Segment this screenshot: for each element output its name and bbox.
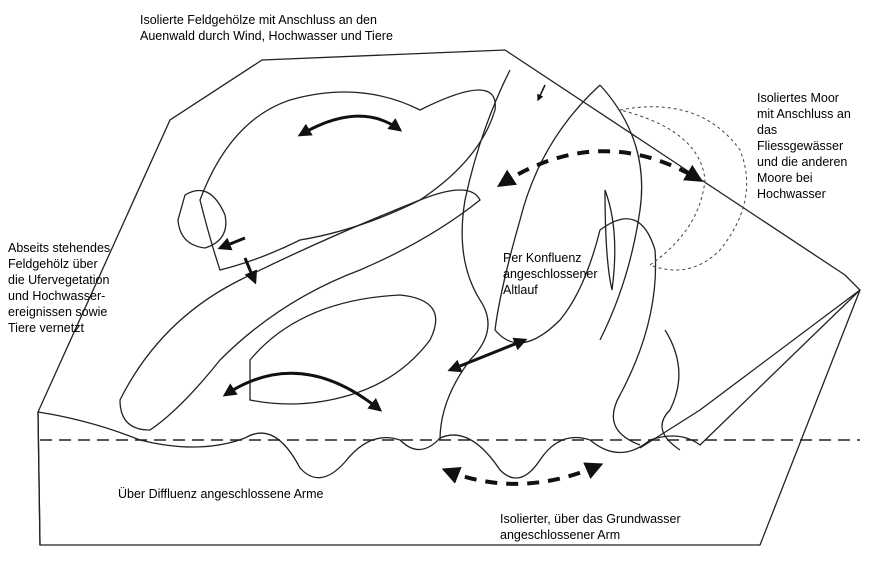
label-line: Moore bei	[757, 170, 851, 186]
label-line: und Hochwasser-	[8, 288, 110, 304]
label-line: und die anderen	[757, 154, 851, 170]
label-line: Abseits stehendes	[8, 240, 110, 256]
label-konfluenz: Per Konfluenz angeschlossener Altlauf	[503, 250, 598, 298]
label-grundwasser: Isolierter, über das Grundwasser angesch…	[500, 511, 681, 543]
label-line: Über Diffluenz angeschlossene Arme	[118, 486, 323, 502]
label-line: Per Konfluenz	[503, 250, 598, 266]
label-line: angeschlossener	[503, 266, 598, 282]
arrow-flow	[538, 85, 545, 100]
isolated-grove	[178, 191, 226, 249]
label-line: Altlauf	[503, 282, 598, 298]
label-line: Isolierter, über das Grundwasser	[500, 511, 681, 527]
label-line: das	[757, 122, 851, 138]
label-line: Hochwasser	[757, 186, 851, 202]
arrow-grundwasser	[445, 465, 600, 484]
label-diffluenz: Über Diffluenz angeschlossene Arme	[118, 486, 323, 502]
label-isolierte-feldgehoelze: Isolierte Feldgehölze mit Anschluss an d…	[140, 12, 393, 44]
arrow-grove-to-auenwald	[300, 116, 400, 135]
label-line: angeschlossener Arm	[500, 527, 681, 543]
arrow-diffluenz	[225, 373, 380, 410]
label-line: Isolierte Feldgehölze mit Anschluss an d…	[140, 12, 393, 28]
arrow-konfluenz	[450, 340, 525, 370]
arrow-moor-connection	[500, 151, 700, 185]
label-line: ereignissen sowie	[8, 304, 110, 320]
label-line: Isoliertes Moor	[757, 90, 851, 106]
label-line: Auenwald durch Wind, Hochwasser und Tier…	[140, 28, 393, 44]
vegetation-belt-lower	[120, 190, 480, 430]
label-abseits-feldgehoelz: Abseits stehendes Feldgehölz über die Uf…	[8, 240, 110, 336]
label-line: die Ufervegetation	[8, 272, 110, 288]
label-line: mit Anschluss an	[757, 106, 851, 122]
label-line: Tiere vernetzt	[8, 320, 110, 336]
label-isoliertes-moor: Isoliertes Moor mit Anschluss an das Fli…	[757, 90, 851, 202]
bog-crescent	[620, 107, 747, 270]
label-line: Fliessgewässer	[757, 138, 851, 154]
label-line: Feldgehölz über	[8, 256, 110, 272]
